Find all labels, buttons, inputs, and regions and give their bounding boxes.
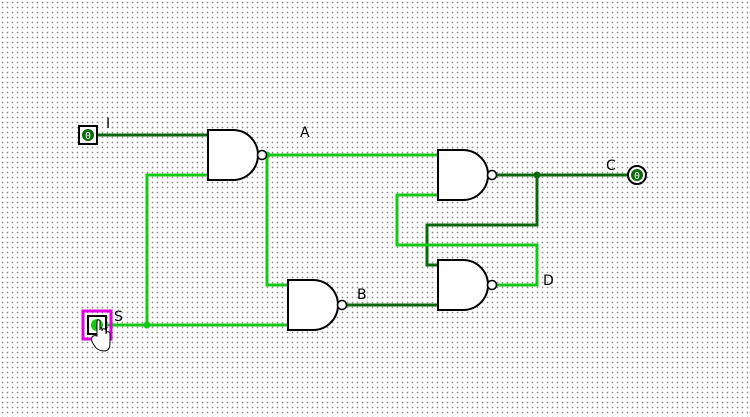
output-pin-c[interactable]: 0 [627,165,647,185]
nand-gate-3[interactable] [437,149,498,201]
nand-gate-2[interactable] [287,279,348,331]
wire-s-to-gate-1 [145,173,208,325]
nand-gate-4[interactable] [437,259,498,311]
label-c: C [606,158,616,174]
junction-c [533,171,541,179]
wire-d-feedback [395,193,539,287]
input-pin-i[interactable]: 0 [78,125,98,145]
wire-a-to-gate-2 [265,155,288,287]
label-b: B [357,287,367,303]
label-s: S [114,309,123,325]
input-pin-i-value: 0 [85,131,91,142]
nand-gate-1[interactable] [207,129,268,181]
hand-cursor-icon [91,319,111,352]
wire-c-feedback [425,175,539,267]
junction-s [143,321,151,329]
output-pin-c-value: 0 [634,171,640,182]
label-a: A [300,125,310,141]
label-i: I [106,116,110,132]
label-d: D [543,273,554,289]
